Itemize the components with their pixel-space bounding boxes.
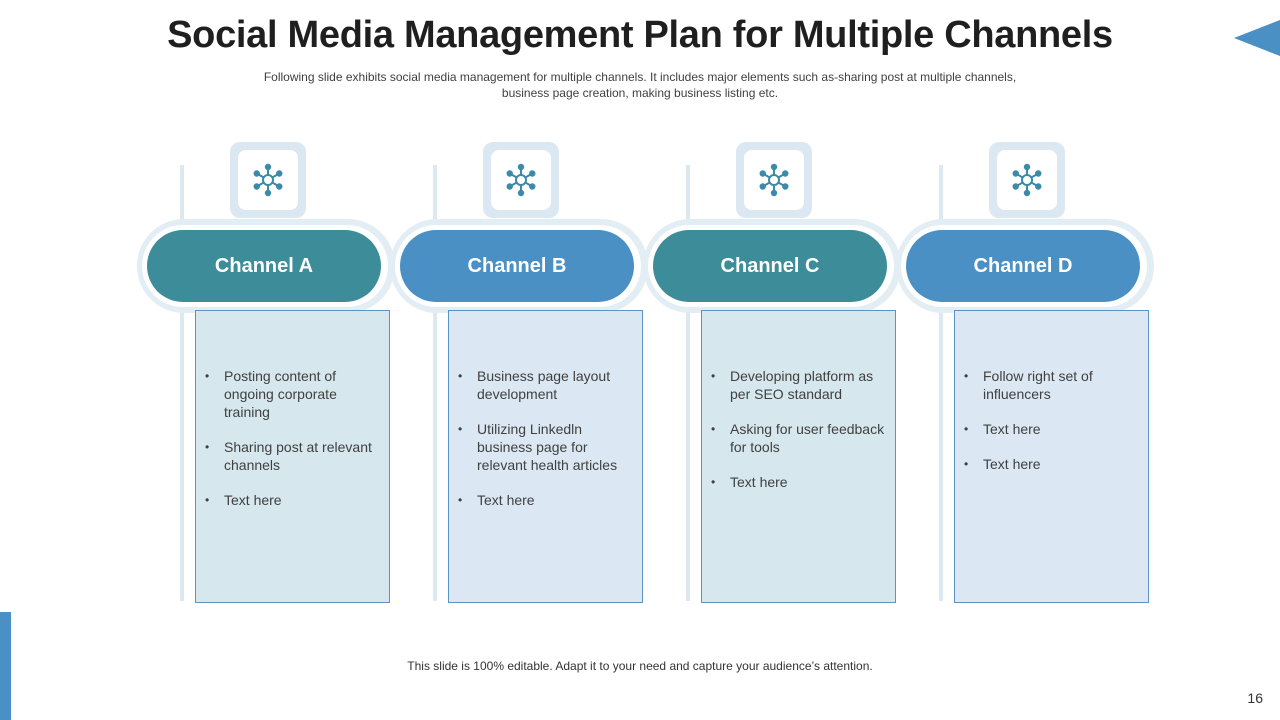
channel-column: Channel A Posting content of ongoing cor… <box>135 0 395 720</box>
bullet-item: Business page layout development <box>458 367 632 403</box>
bullet-list: Follow right set of influencers Text her… <box>955 311 1148 473</box>
accent-bar <box>0 612 11 720</box>
network-hub-icon <box>744 150 804 210</box>
subtitle-line: Following slide exhibits social media ma… <box>263 70 1017 84</box>
bullet-item: Posting content of ongoing corporate tra… <box>205 367 379 421</box>
bullet-item: Text here <box>964 455 1138 473</box>
connector-line <box>433 165 437 221</box>
bullet-item: Text here <box>458 491 632 509</box>
network-hub-icon <box>491 150 551 210</box>
channel-pill: Channel B <box>400 230 634 302</box>
channel-content-box: Follow right set of influencers Text her… <box>954 310 1149 603</box>
network-hub-icon <box>238 150 298 210</box>
bullet-item: Text here <box>711 473 885 491</box>
slide-title: Social Media Management Plan for Multipl… <box>167 14 1113 56</box>
connector-line <box>686 311 690 601</box>
channel-content-box: Posting content of ongoing corporate tra… <box>195 310 390 603</box>
connector-line <box>180 165 184 221</box>
connector-line <box>433 311 437 601</box>
bullet-list: Developing platform as per SEO standard … <box>702 311 895 491</box>
channel-label: Channel D <box>973 254 1073 277</box>
bullet-item: Utilizing Linkedln business page for rel… <box>458 420 632 474</box>
page-number: 16 <box>1247 690 1263 706</box>
bullet-item: Text here <box>205 491 379 509</box>
bullet-item: Sharing post at relevant channels <box>205 438 379 474</box>
bullet-item: Text here <box>964 420 1138 438</box>
channel-column: Channel C Developing platform as per SEO… <box>641 0 901 720</box>
channel-content-box: Business page layout development Utilizi… <box>448 310 643 603</box>
network-hub-icon <box>997 150 1057 210</box>
channel-label: Channel B <box>467 254 567 277</box>
channel-pill: Channel C <box>653 230 887 302</box>
corner-arrow-icon <box>1234 20 1280 56</box>
channel-pill: Channel D <box>906 230 1140 302</box>
channel-pill: Channel A <box>147 230 381 302</box>
connector-line <box>939 165 943 221</box>
connector-line <box>686 165 690 221</box>
connector-line <box>180 311 184 601</box>
bullet-list: Posting content of ongoing corporate tra… <box>196 311 389 509</box>
channel-label: Channel C <box>720 254 820 277</box>
footer-note: This slide is 100% editable. Adapt it to… <box>407 659 873 673</box>
bullet-item: Follow right set of influencers <box>964 367 1138 403</box>
channel-column: Channel B Business page layout developme… <box>388 0 648 720</box>
bullet-item: Asking for user feedback for tools <box>711 420 885 456</box>
channel-label: Channel A <box>214 254 314 277</box>
connector-line <box>939 311 943 601</box>
channel-content-box: Developing platform as per SEO standard … <box>701 310 896 603</box>
slide-subtitle: Following slide exhibits social media ma… <box>215 69 1065 101</box>
bullet-item: Developing platform as per SEO standard <box>711 367 885 403</box>
channel-column: Channel D Follow right set of influencer… <box>894 0 1154 720</box>
bullet-list: Business page layout development Utilizi… <box>449 311 642 509</box>
subtitle-line: business page creation, making business … <box>501 86 779 100</box>
